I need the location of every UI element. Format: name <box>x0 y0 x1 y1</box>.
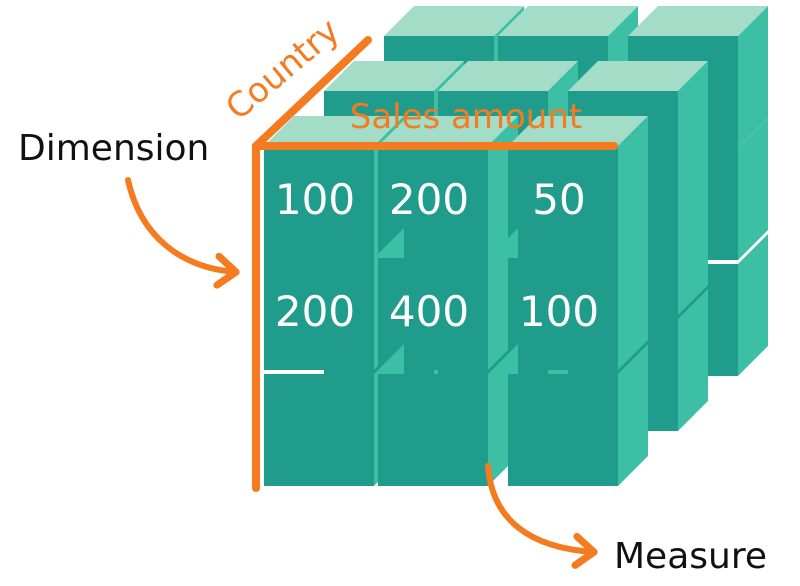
cube-front-face <box>378 258 488 370</box>
cube-top-face <box>628 6 768 36</box>
cube-value-label: 200 <box>389 175 469 224</box>
cube-top-face <box>568 61 708 91</box>
cube-front-face <box>508 146 618 258</box>
cube-value-label: 100 <box>275 175 355 224</box>
cube-top-face <box>264 116 404 146</box>
cube-top-face <box>378 116 518 146</box>
cube-value-label: 100 <box>519 287 599 336</box>
front-cube: 100 <box>508 228 648 370</box>
dimension-arrow <box>125 177 240 289</box>
cube-side-face <box>678 289 708 431</box>
cube-side-face <box>618 228 648 370</box>
cube-top-face <box>324 61 464 91</box>
cube-value-label: 400 <box>389 287 469 336</box>
sales-amount-axis-label: Sales amount <box>350 97 583 137</box>
cube-side-face <box>678 61 708 203</box>
cube-side-face <box>738 234 768 376</box>
measure-label: Measure <box>614 536 767 577</box>
cube-top-face <box>498 6 638 36</box>
cube-front-face <box>508 374 618 486</box>
cube-side-face <box>618 116 648 258</box>
cube-front-face <box>264 374 374 486</box>
front-cube: 400 <box>378 228 518 370</box>
diagonal-edge-line <box>252 36 372 150</box>
front-cube <box>508 344 648 486</box>
cube-front-face <box>264 146 374 258</box>
front-cube: 50 <box>508 116 648 258</box>
cube-top-face <box>384 6 524 36</box>
measure-arrow <box>485 463 598 569</box>
front-cube <box>378 344 518 486</box>
cube-top-face <box>438 61 578 91</box>
cube-side-face <box>618 344 648 486</box>
cube-side-face <box>678 173 708 315</box>
cube-value-label: 200 <box>275 287 355 336</box>
cube-front-face <box>508 258 618 370</box>
cube-front-face <box>264 258 374 370</box>
front-cube-layer: 100 200 50 200 400 100 <box>264 116 648 486</box>
cube-side-face <box>738 118 768 260</box>
cube-side-face <box>738 6 768 148</box>
dimension-label: Dimension <box>18 128 209 169</box>
cube-value-label: 50 <box>532 175 585 224</box>
cube-front-face <box>378 374 488 486</box>
cube-top-face <box>508 116 648 146</box>
cube-edges <box>252 36 618 492</box>
